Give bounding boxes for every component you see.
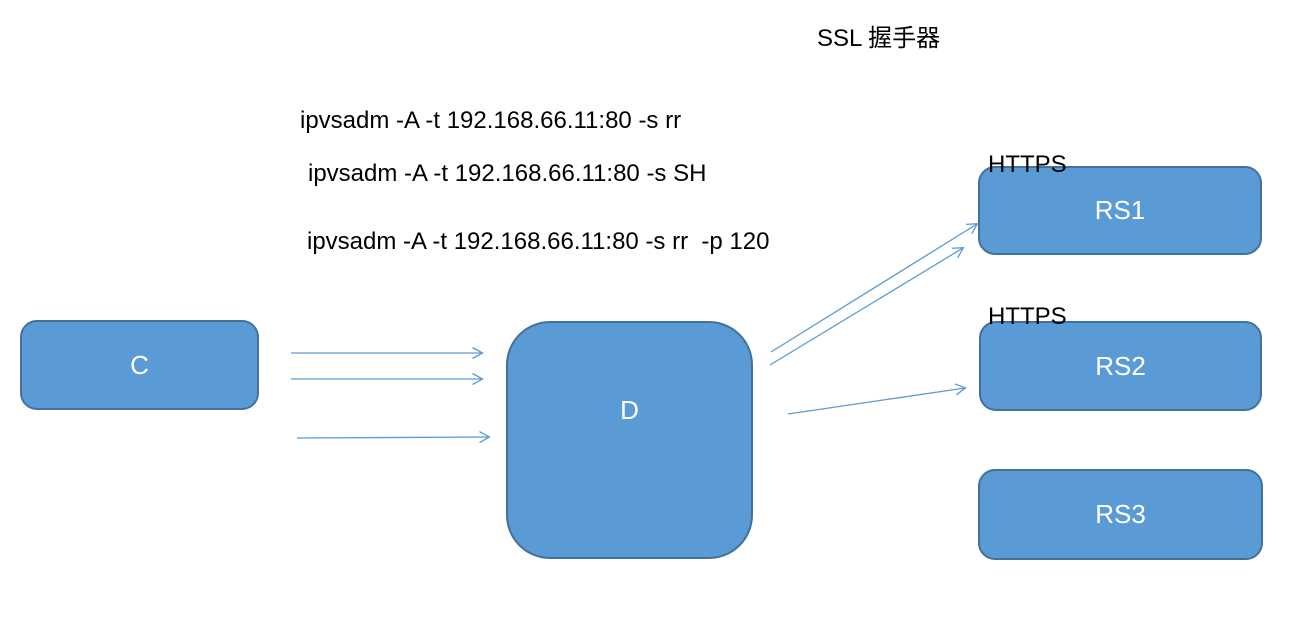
- node-rs2-label: RS2: [1095, 350, 1146, 381]
- node-rs1-label: RS1: [1094, 195, 1146, 225]
- node-rs3: RS3: [978, 469, 1263, 560]
- command-line-rr-persist: ipvsadm -A -t 192.168.66.11:80 -s rr -p …: [307, 228, 770, 255]
- rs1-protocol-label: HTTPS: [988, 151, 1067, 178]
- arrow-d-to-rs1-2: [769, 247, 965, 366]
- rs2-protocol-label: HTTPS: [988, 303, 1067, 330]
- node-rs3-label: RS3: [1095, 499, 1146, 529]
- arrow-d-to-rs1-1: [770, 223, 979, 353]
- node-director-label: D: [620, 395, 639, 425]
- node-rs2: RS2: [979, 321, 1262, 411]
- arrow-c-to-d-3: [296, 430, 491, 444]
- node-client-label: C: [130, 349, 149, 380]
- command-line-rr: ipvsadm -A -t 192.168.66.11:80 -s rr: [300, 107, 682, 134]
- node-director: D: [506, 321, 753, 559]
- node-rs1: RS1: [978, 166, 1262, 255]
- node-client: C: [20, 320, 259, 410]
- diagram-title: SSL 握手器: [817, 25, 941, 52]
- command-line-sh: ipvsadm -A -t 192.168.66.11:80 -s SH: [308, 160, 707, 187]
- arrow-d-to-rs2: [787, 383, 967, 415]
